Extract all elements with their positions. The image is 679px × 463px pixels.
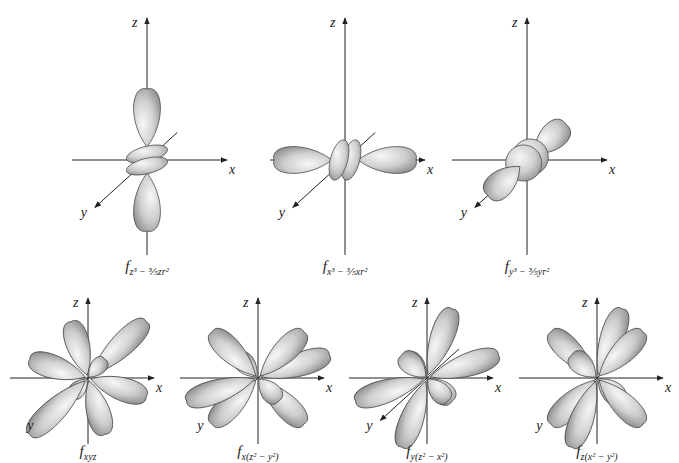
orbital-lobe [560, 377, 607, 451]
orbital-lobe [479, 157, 529, 206]
orbital-symbol: f [576, 443, 580, 459]
orbital-subscript: x³ − ⅗xr² [327, 266, 367, 277]
orbital-lobe [252, 373, 286, 408]
axis-label-x: x [609, 163, 615, 177]
orbital-caption: fy(z² − x²) [406, 443, 447, 462]
orbital-caption: fz(x² − y²) [576, 443, 617, 462]
orbital-lobe [83, 354, 111, 383]
orbital-subscript: y(z² − x²) [410, 451, 447, 462]
axis-label-y: y [197, 419, 203, 433]
orbital-lobe [591, 323, 652, 384]
axis-label-y: y [461, 206, 467, 220]
orbital-caption: fx(z² − y²) [237, 443, 278, 462]
axis-label-y: y [536, 419, 542, 433]
orbital-lobe [134, 173, 161, 231]
orbital-ring [126, 157, 167, 175]
axis-label-y: y [81, 206, 87, 220]
orbital-lobe [394, 347, 433, 385]
orbital-lobe [591, 372, 652, 433]
coordinate-axis [345, 18, 346, 255]
axis-label-x: x [665, 381, 671, 395]
axes-layer [10, 18, 663, 444]
axis-label-z: z [243, 296, 248, 310]
coordinate-axis [258, 298, 259, 444]
orbital-lobe [542, 323, 603, 384]
orbital-caption: fx³ − ⅗xr² [323, 258, 367, 277]
axis-label-z: z [330, 16, 335, 30]
orbital-lobe [82, 313, 154, 384]
orbital-subscript: xyz [84, 451, 97, 462]
orbital-symbol: f [323, 258, 327, 274]
axis-label-z: z [412, 296, 417, 310]
orbital-symbol: f [125, 258, 129, 274]
orbital-ring [329, 140, 349, 180]
orbital-subscript: z(x² − y²) [580, 451, 617, 462]
orbital-lobe [183, 368, 259, 413]
axis-label-y: y [366, 419, 372, 433]
orbital-lobe [358, 147, 416, 174]
coordinate-axis [519, 378, 663, 379]
orbital-subscript: z³ − ⅗zr² [130, 266, 169, 277]
orbital-lobe [252, 323, 313, 384]
orbital-caption: fxyz [80, 443, 97, 462]
axis-label-z: z [73, 296, 78, 310]
axis-label-y: y [27, 419, 33, 433]
orbital-lobe [134, 89, 161, 147]
axis-label-x: x [326, 381, 332, 395]
orbital-subscript: x(z² − y²) [241, 451, 278, 462]
orbital-lobe [26, 348, 89, 389]
axis-label-z: z [512, 16, 517, 30]
axis-label-x: x [495, 381, 501, 395]
orbital-symbol: f [406, 443, 410, 459]
orbital-caption: fz³ − ⅗zr² [125, 258, 168, 277]
orbital-lobe [421, 373, 455, 408]
lobe-layer [21, 89, 651, 452]
orbital-symbol: f [80, 443, 84, 459]
orbital-lobe [203, 323, 264, 384]
orbital-symbol: f [505, 258, 509, 274]
axis-label-z: z [582, 296, 587, 310]
axis-label-z: z [132, 16, 137, 30]
axis-label-x: x [229, 163, 235, 177]
orbital-symbol: f [237, 443, 241, 459]
orbital-lobe [564, 347, 603, 385]
orbital-lobe [252, 372, 313, 433]
axis-label-y: y [279, 206, 285, 220]
orbital-lobe [274, 147, 332, 174]
axis-label-x: x [156, 381, 162, 395]
orbital-subscript: y³ − ⅗yr² [509, 266, 549, 277]
orbital-lobe [77, 377, 116, 438]
coordinate-axis [527, 18, 528, 255]
orbital-lobe [21, 372, 93, 443]
orbital-caption: fy³ − ⅗yr² [505, 258, 549, 277]
axis-label-x: x [427, 163, 433, 177]
